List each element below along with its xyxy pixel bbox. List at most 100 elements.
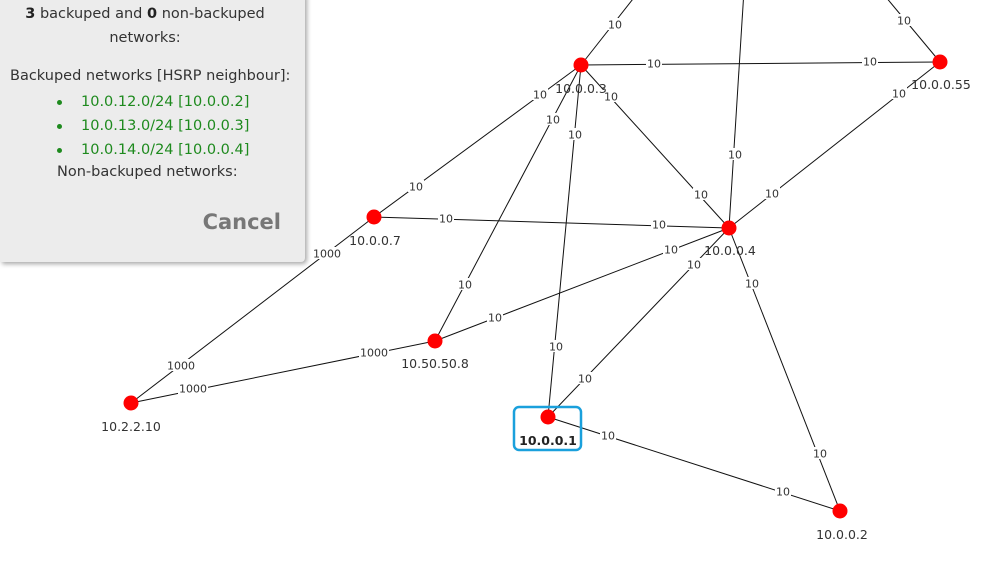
backuped-networks-title: Backuped networks [HSRP neighbour]: <box>10 68 291 84</box>
edge-weight-label: 10 <box>892 88 906 101</box>
edge-weight-label: 10 <box>897 15 911 28</box>
edge-weight-label: 1000 <box>179 383 207 396</box>
edge-label-background <box>166 359 196 371</box>
edge-e7-4 <box>373 216 730 229</box>
edge-e8-4 <box>434 227 730 342</box>
router-node-n55[interactable] <box>932 54 948 70</box>
edge-label-background <box>487 311 503 323</box>
non-backuped-networks-title: Non-backuped networks: <box>57 164 238 180</box>
edge-weight-label: 10 <box>604 91 618 104</box>
router-node-n8[interactable] <box>427 333 443 349</box>
edge-weight-label: 10 <box>488 312 502 325</box>
router-node-n7[interactable] <box>366 209 382 225</box>
edge-weight-label: 10 <box>813 448 827 461</box>
router-node-label: 10.0.0.7 <box>349 233 401 248</box>
edge-label-background <box>896 14 912 26</box>
router-node-n1[interactable] <box>540 409 556 425</box>
edge-weight-label: 10 <box>608 19 622 32</box>
backup-summary: 3 backuped and 0 non-backuped networks: <box>0 2 290 50</box>
edge-weight-label: 10 <box>776 486 790 499</box>
edge-e55-top <box>887 0 941 63</box>
edge-label-background <box>812 447 828 459</box>
edge-label-background <box>438 212 454 224</box>
edge-label-background <box>567 128 583 140</box>
backuped-count: 3 <box>25 6 36 22</box>
router-node-label: 10.0.0.3 <box>555 81 607 96</box>
router-node-n2[interactable] <box>832 503 848 519</box>
edge-label-background <box>744 277 760 289</box>
edge-label-background <box>312 247 342 259</box>
edge-label-background <box>178 382 208 394</box>
edge-weight-label: 1000 <box>360 347 388 360</box>
edge-weight-label: 10 <box>765 188 779 201</box>
edge-label-background <box>603 90 619 102</box>
edge-label-background <box>764 187 780 199</box>
edge-label-background <box>607 18 623 30</box>
edge-e3-1 <box>547 64 582 418</box>
selected-node-highlight <box>512 405 583 452</box>
router-node-label: 10.0.0.2 <box>816 527 868 542</box>
edge-weight-label: 10 <box>409 181 423 194</box>
list-item: 10.0.12.0/24 [10.0.0.2] <box>0 90 300 114</box>
edge-label-background <box>532 88 548 100</box>
edge-label-background <box>651 218 667 230</box>
edge-label-background <box>646 57 662 69</box>
edge-e4-top <box>728 0 744 229</box>
list-item: 10.0.14.0/24 [10.0.0.4] <box>0 138 300 162</box>
hsrp-backup-dialog: 3 backuped and 0 non-backuped networks: … <box>0 0 305 262</box>
edge-weight-label: 10 <box>601 430 615 443</box>
router-node-label: 10.0.0.55 <box>911 77 971 92</box>
edge-e3-7 <box>373 64 582 218</box>
edge-label-background <box>891 87 907 99</box>
router-node-label: 10.2.2.10 <box>101 419 161 434</box>
router-node-label: 10.0.0.1 <box>519 433 577 448</box>
edge-e1-4 <box>547 227 730 418</box>
edge-weight-label: 10 <box>439 213 453 226</box>
edge-e3-55 <box>580 61 941 66</box>
edge-e3-8 <box>434 64 582 342</box>
edge-weight-label: 1000 <box>313 248 341 261</box>
router-node-n4[interactable] <box>721 220 737 236</box>
edge-label-background <box>548 340 564 352</box>
cancel-button[interactable]: Cancel <box>202 210 281 234</box>
non-backuped-count: 0 <box>147 6 158 22</box>
summary-text-1: backuped and <box>39 6 143 22</box>
edge-weight-label: 10 <box>652 219 666 232</box>
edge-label-background <box>600 429 616 441</box>
edge-weight-label: 10 <box>694 189 708 202</box>
edge-label-background <box>545 113 561 125</box>
router-node-n10[interactable] <box>123 395 139 411</box>
edge-weight-label: 10 <box>458 279 472 292</box>
summary-text-2: non-backuped <box>161 6 265 22</box>
edge-weight-label: 10 <box>745 278 759 291</box>
edge-weight-label: 10 <box>578 373 592 386</box>
edge-label-background <box>577 372 593 384</box>
router-node-label: 10.50.50.8 <box>401 356 469 371</box>
edge-e1-2 <box>547 416 841 512</box>
edge-weight-label: 10 <box>863 56 877 69</box>
edge-e55-4 <box>728 61 941 229</box>
edge-label-background <box>775 485 791 497</box>
edge-weight-label: 10 <box>568 129 582 142</box>
backuped-networks-list: 10.0.12.0/24 [10.0.0.2] 10.0.13.0/24 [10… <box>0 90 300 162</box>
edge-label-background <box>457 278 473 290</box>
edge-weight-label: 10 <box>549 341 563 354</box>
list-item: 10.0.13.0/24 [10.0.0.3] <box>0 114 300 138</box>
router-node-n3[interactable] <box>573 57 589 73</box>
edge-label-background <box>663 243 679 255</box>
edge-weight-label: 10 <box>728 149 742 162</box>
edge-weight-label: 10 <box>533 89 547 102</box>
edge-label-background <box>686 258 702 270</box>
summary-text-3: networks: <box>109 30 181 46</box>
edge-weight-label: 1000 <box>167 360 195 373</box>
edge-weight-label: 10 <box>687 259 701 272</box>
edge-label-background <box>359 346 389 358</box>
edge-weight-label: 10 <box>647 58 661 71</box>
edge-label-background <box>693 188 709 200</box>
edge-e4-2 <box>728 227 841 512</box>
edge-label-background <box>408 180 424 192</box>
edge-e3-top <box>580 0 633 66</box>
edge-weight-label: 10 <box>546 114 560 127</box>
edge-label-background <box>727 148 743 160</box>
